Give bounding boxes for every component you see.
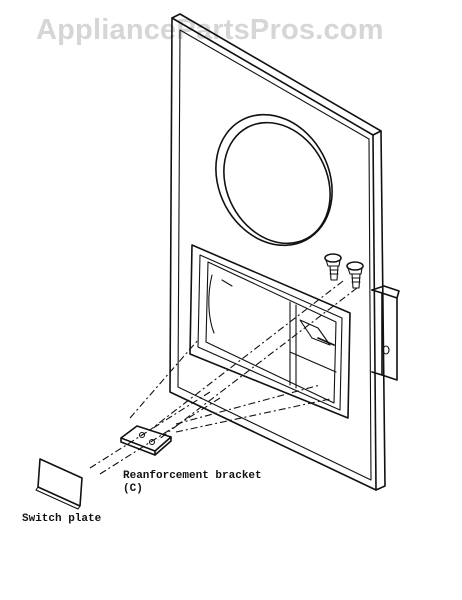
screw-right-icon <box>346 261 364 289</box>
label-bracket-code: (C) <box>123 483 143 495</box>
reinforcement-bracket <box>120 425 172 456</box>
label-switch-plate: Switch plate <box>22 513 102 525</box>
bracket-hole-icon <box>138 431 146 439</box>
screw-left-icon <box>324 253 342 281</box>
alignment-lines <box>89 280 358 475</box>
switch-opening <box>189 244 351 419</box>
side-box <box>371 285 400 381</box>
bracket-hole-icon <box>148 438 156 446</box>
door-panel <box>169 13 386 491</box>
round-window <box>215 113 333 247</box>
label-reinforcement-bracket: Reanforcement bracket <box>123 470 262 482</box>
switch-plate <box>35 458 83 510</box>
